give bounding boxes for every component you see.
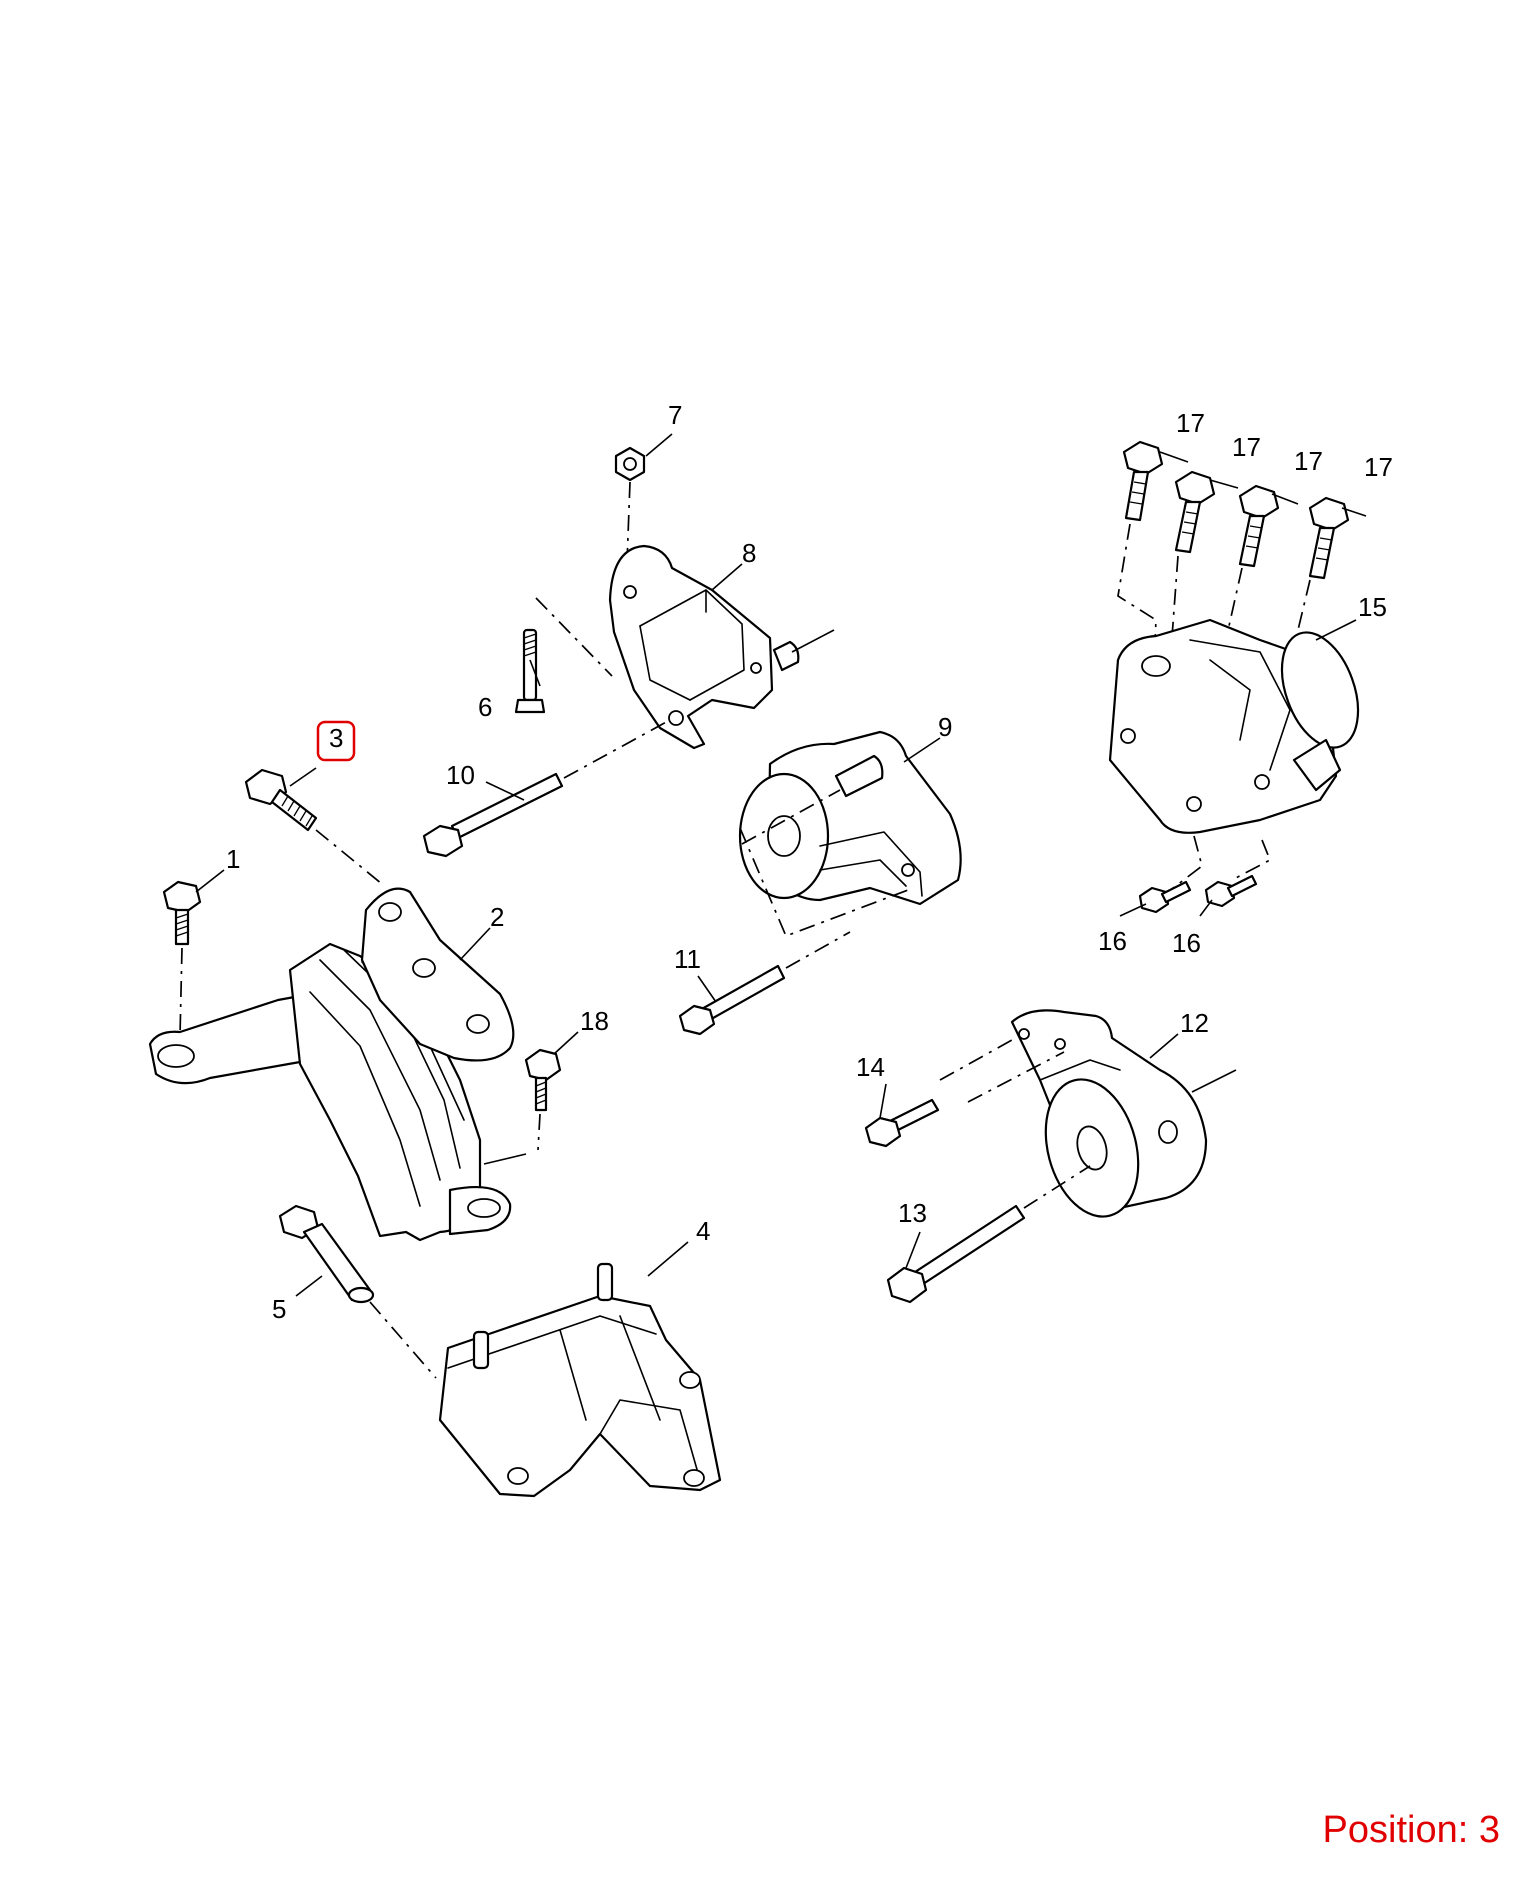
leader-8	[711, 563, 743, 591]
callout-1[interactable]: 1	[226, 844, 240, 874]
axis-6-8	[535, 597, 613, 677]
callout-17c[interactable]: 17	[1294, 446, 1323, 476]
axis-9-bottom	[739, 827, 909, 938]
leader-13	[905, 1231, 921, 1269]
leader-17b	[1209, 479, 1239, 489]
axis-8-right	[791, 629, 835, 653]
callout-15[interactable]: 15	[1358, 592, 1387, 622]
part-16-bolt-b[interactable]	[1204, 874, 1258, 908]
part-5-bolt[interactable]	[278, 1204, 375, 1304]
callout-16b[interactable]: 16	[1172, 928, 1201, 958]
part-13-bolt[interactable]	[886, 1204, 1026, 1304]
leader-11	[697, 975, 717, 1003]
part-8-bracket[interactable]	[608, 544, 800, 750]
leader-17a	[1159, 451, 1189, 463]
callout-17a[interactable]: 17	[1176, 408, 1205, 438]
callout-17d[interactable]: 17	[1364, 452, 1393, 482]
leader-15	[1315, 619, 1357, 641]
position-indicator: Position: 3	[1322, 1809, 1500, 1851]
callout-9[interactable]: 9	[938, 712, 952, 742]
leader-16a	[1119, 903, 1147, 917]
callout-17b[interactable]: 17	[1232, 432, 1261, 462]
callout-5[interactable]: 5	[272, 1294, 286, 1324]
callout-12[interactable]: 12	[1180, 1008, 1209, 1038]
part-6-bolt[interactable]	[514, 628, 546, 714]
axis-10-8	[563, 719, 671, 779]
callout-8[interactable]: 8	[742, 538, 756, 568]
part-18-bolt[interactable]	[524, 1048, 562, 1112]
callout-13[interactable]: 13	[898, 1198, 927, 1228]
leader-12	[1149, 1033, 1179, 1059]
part-17-bolt-b[interactable]	[1174, 470, 1216, 554]
part-9-mount[interactable]	[738, 730, 962, 906]
callout-3[interactable]: 3	[329, 723, 343, 753]
part-10-bolt[interactable]	[422, 772, 564, 858]
callout-4[interactable]: 4	[696, 1216, 710, 1246]
part-17-bolt-d[interactable]	[1308, 496, 1350, 580]
part-4-bracket[interactable]	[438, 1262, 722, 1498]
part-17-bolts[interactable]	[1122, 440, 1350, 580]
callout-18[interactable]: 18	[580, 1006, 609, 1036]
axis-5-4	[369, 1301, 437, 1379]
part-12-mount[interactable]	[1010, 1009, 1208, 1227]
leader-6	[529, 659, 541, 687]
callout-2[interactable]: 2	[490, 902, 504, 932]
leader-10	[485, 781, 525, 801]
leader-3	[289, 767, 317, 787]
leader-14	[879, 1083, 887, 1119]
part-17-bolt-a[interactable]	[1122, 440, 1164, 522]
axis-13-12	[1023, 1165, 1091, 1209]
part-11-bolt[interactable]	[678, 964, 786, 1036]
callout-10[interactable]: 10	[446, 760, 475, 790]
part-2-bracket-assembly[interactable]	[148, 887, 515, 1242]
callout-6[interactable]: 6	[478, 692, 492, 722]
part-17-bolt-c[interactable]	[1238, 484, 1280, 568]
part-3-bolt[interactable]	[244, 768, 318, 832]
axis-3-2	[315, 829, 383, 885]
axis-1-arm	[179, 947, 183, 1037]
axis-18-body	[483, 1153, 527, 1165]
part-14-bolt[interactable]	[864, 1098, 940, 1148]
callout-11[interactable]: 11	[674, 944, 701, 974]
part-16-bolt-a[interactable]	[1138, 880, 1192, 914]
leader-17c	[1271, 493, 1299, 505]
callout-3-highlight	[316, 720, 356, 762]
part-1-bolt[interactable]	[162, 880, 202, 946]
part-7-nut[interactable]	[614, 446, 646, 482]
leader-5	[295, 1275, 323, 1297]
leader-9	[903, 737, 941, 763]
leader-2	[459, 927, 491, 961]
leader-16b	[1199, 899, 1213, 917]
part-15-mount[interactable]	[1108, 618, 1372, 834]
callout-7[interactable]: 7	[668, 400, 682, 430]
axis-11-9	[785, 931, 851, 969]
callout-16a[interactable]: 16	[1098, 926, 1127, 956]
axis-16b	[1231, 839, 1272, 881]
callout-14[interactable]: 14	[856, 1052, 885, 1082]
axis-12-right	[1191, 1069, 1237, 1093]
leader-18	[553, 1031, 579, 1055]
leader-17d	[1341, 507, 1367, 517]
axis-14-12	[939, 1039, 1065, 1103]
axis-18	[537, 1113, 541, 1151]
leader-7	[645, 433, 673, 457]
leader-1	[195, 869, 225, 893]
leader-4	[647, 1241, 689, 1277]
